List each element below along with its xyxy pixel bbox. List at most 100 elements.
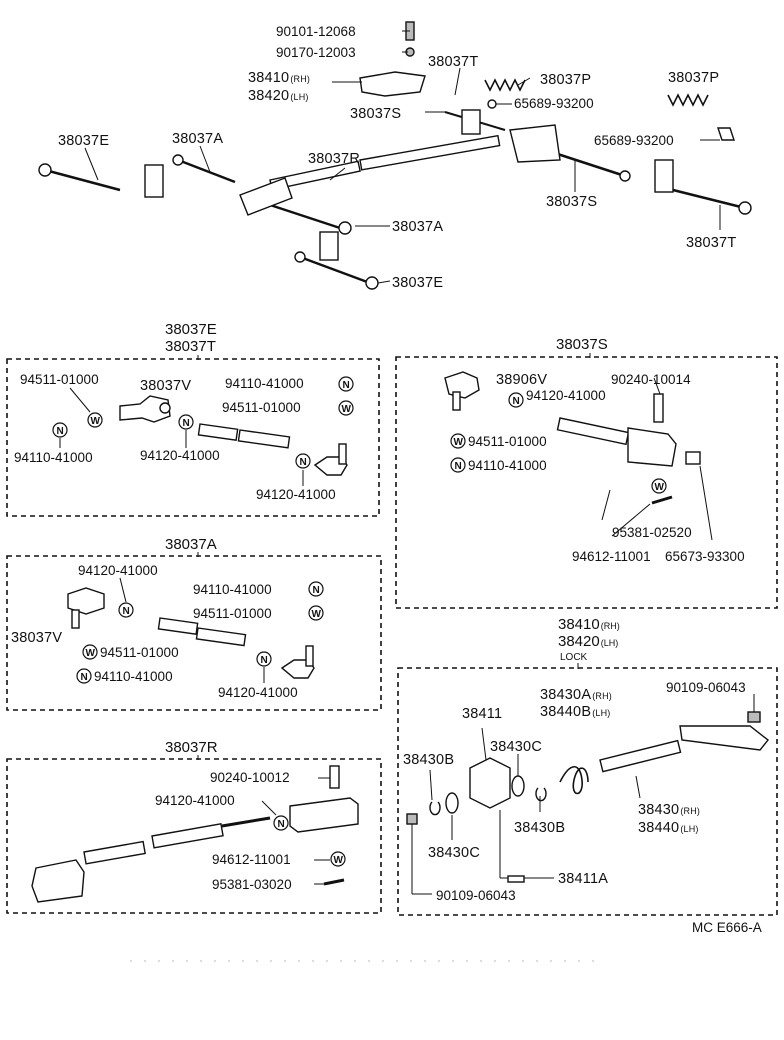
overview-assembly: 90101-12068 90170-12003 38410(RH) 38420(… [38, 21, 752, 291]
spring-right [667, 93, 709, 107]
n-icon: N [178, 414, 194, 430]
section-et-title-1: 38037E [165, 321, 217, 338]
shaft-38430 [599, 739, 682, 773]
label-r-pin: 90240-10012 [210, 770, 290, 785]
label-et-ball-joint: 38037V [140, 378, 191, 394]
label-lock-spring-rh: 38430A(RH) [540, 687, 612, 703]
threaded-rod-a-b [195, 627, 247, 647]
label-overview-washer: 90170-12003 [276, 45, 356, 60]
svg-text:N: N [123, 606, 130, 617]
svg-text:N: N [278, 819, 285, 830]
lock-unit [359, 71, 426, 97]
n-icon: N [450, 457, 466, 473]
pin-90240-10014 [653, 393, 664, 423]
section-s-title: 38037S [556, 336, 608, 353]
spring-38430a [559, 765, 589, 795]
section-lock-title-3: LOCK [560, 652, 588, 663]
label-overview-t-right: 38037T [686, 235, 736, 251]
section-a-box [6, 555, 382, 711]
stud-a-right [305, 645, 314, 667]
washer-38430c-a [445, 792, 459, 814]
crank-right [654, 159, 674, 193]
label-s-washer: 94612-11001 [572, 549, 651, 564]
label-lock-clip: 38430B [403, 752, 454, 768]
svg-text:N: N [313, 585, 320, 596]
label-overview-p-right: 38037P [668, 70, 719, 86]
clevis-38037r [31, 859, 85, 903]
label-lock-body: 38411 [462, 706, 502, 722]
n-icon: N [338, 376, 354, 392]
label-overview-p-center: 38037P [540, 72, 591, 88]
svg-text:W: W [342, 404, 352, 415]
label-s-bushing: 65673-93300 [665, 549, 745, 564]
label-et-nut-d: 94110-41000 [14, 450, 93, 465]
n-icon: N [308, 581, 324, 597]
section-38037r: 38037R N W 90240-10012 94120-41000 94612… [6, 739, 382, 914]
label-overview-clip-right: 65689-93200 [594, 133, 674, 148]
svg-text:N: N [513, 396, 520, 407]
cotter-pin-95381-03020 [323, 878, 345, 886]
lever-plate [679, 725, 769, 751]
label-s-cotter: 95381-02520 [612, 525, 692, 540]
n-icon: N [295, 453, 311, 469]
joint-s-right [619, 170, 631, 182]
svg-text:W: W [312, 609, 322, 620]
ball-joint-38037v [119, 395, 171, 423]
joint-e-left [38, 163, 52, 177]
joint-e-lower-right [365, 276, 379, 290]
crank-upper [461, 109, 481, 135]
n-icon: N [256, 651, 272, 667]
section-38037a: 38037A N N W W N N 94120-41000 94110-410… [6, 536, 382, 711]
threaded-rod-et-a [197, 423, 239, 441]
label-overview-e-lower: 38037E [392, 275, 443, 291]
stud-a-left [71, 609, 80, 629]
stud-et-right [338, 443, 347, 465]
label-a-nut-c: 94511-01000 [193, 606, 272, 621]
label-lock-washer-b: 38430C [428, 845, 480, 861]
svg-text:N: N [300, 457, 307, 468]
section-r-title: 38037R [165, 739, 218, 756]
section-lock-title-2: 38420(LH) [558, 633, 618, 650]
ball-joint-38037v-eye [159, 402, 171, 414]
clevis-38037s [627, 427, 677, 467]
crank-left [144, 164, 164, 198]
section-lock-box [397, 667, 778, 916]
label-overview-lock-lh: 38420(LH) [248, 88, 309, 104]
n-icon: N [508, 392, 524, 408]
label-a-ball-joint: 38037V [11, 630, 62, 646]
label-s-nut-a: 94120-41000 [526, 388, 606, 403]
svg-text:W: W [454, 437, 464, 448]
svg-text:N: N [455, 461, 462, 472]
ball-joint-a-left [67, 587, 105, 615]
section-lock-title-1: 38410(RH) [558, 616, 620, 633]
label-overview-e-left: 38037E [58, 133, 109, 149]
label-lock-shaft-lh: 38440(LH) [638, 820, 699, 836]
overview-rod-assembly [38, 21, 752, 290]
label-a-nut-f: 94120-41000 [218, 685, 298, 700]
label-et-nut-c: 94511-01000 [222, 400, 301, 415]
label-lock-pin: 38411A [558, 871, 608, 887]
clip-right [717, 127, 735, 141]
section-lock: 38410(RH) 38420(LH) LOCK 90109-06043 384… [397, 616, 778, 916]
bushing-65673 [685, 451, 701, 465]
label-r-washer: 94612-11001 [212, 852, 291, 867]
yoke-38037r [289, 797, 359, 833]
clip-38430b-b [535, 787, 547, 802]
label-et-nut-e: 94120-41000 [140, 448, 220, 463]
section-38037e-t: 38037E 38037T N W N N N W 94511-01000 38… [6, 321, 380, 517]
label-overview-r-center: 38037R [308, 151, 360, 167]
cotter-pin-95381 [651, 495, 673, 505]
n-icon: N [118, 602, 134, 618]
washer-38430c-b [511, 775, 525, 797]
n-icon: N [52, 422, 68, 438]
label-lock-spring-lh: 38440B(LH) [540, 704, 611, 720]
svg-text:W: W [655, 482, 665, 493]
stud-38906v [452, 391, 461, 411]
rod-38037s [556, 417, 630, 446]
threaded-rod-a-a [157, 617, 199, 635]
section-r-box [6, 758, 382, 914]
rod-38037r-b [151, 823, 224, 849]
label-r-nut: 94120-41000 [155, 793, 235, 808]
label-r-cotter: 95381-03020 [212, 877, 292, 892]
label-overview-clip-upper: 65689-93200 [514, 96, 594, 111]
